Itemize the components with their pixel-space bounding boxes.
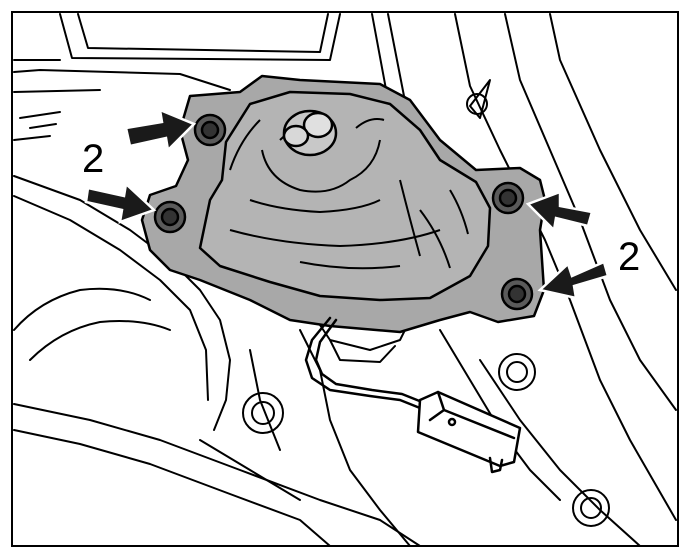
arrow-icon xyxy=(124,107,197,153)
bolt-icon xyxy=(193,113,227,147)
callout-label-left: 2 xyxy=(82,137,104,181)
mounting-bolts xyxy=(153,113,534,311)
bolt-icon xyxy=(153,200,187,234)
arrow-icon xyxy=(525,190,594,233)
wiper-motor xyxy=(140,74,547,334)
arrow-icon xyxy=(537,260,610,300)
bolt-icon xyxy=(500,277,534,311)
callout-label-right: 2 xyxy=(618,235,640,279)
motor-connector xyxy=(304,316,522,474)
arrow-icon xyxy=(84,181,157,224)
bolt-icon xyxy=(491,181,525,215)
callout-arrows xyxy=(84,107,610,300)
